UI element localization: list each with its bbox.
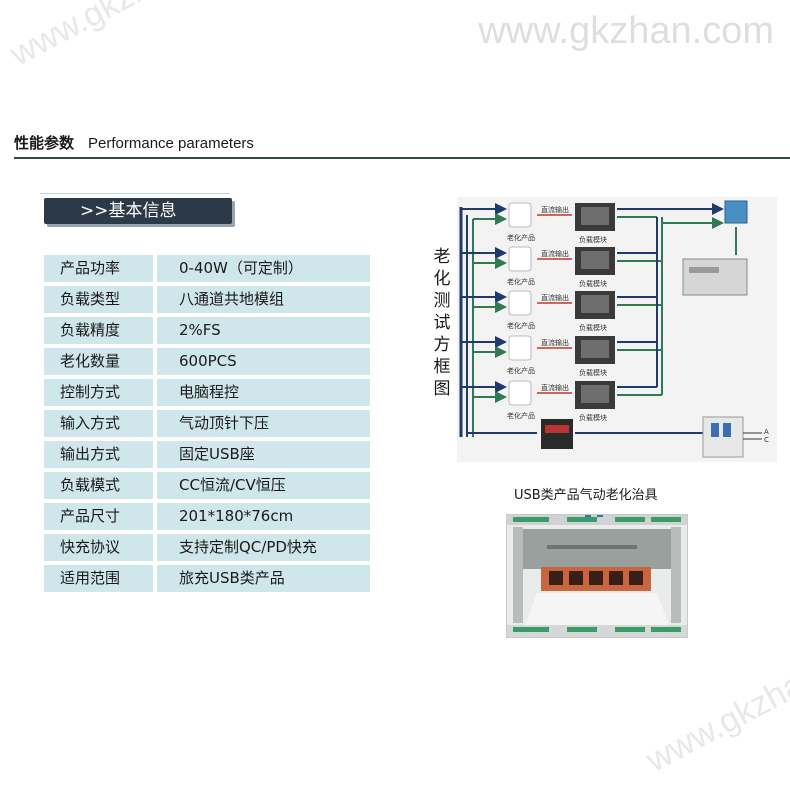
load-module-label: 负载模块 xyxy=(579,414,607,422)
section-title-zh: 性能参数 xyxy=(14,134,75,152)
spec-value: CC恒流/CV恒压 xyxy=(157,472,370,499)
section-divider xyxy=(14,157,790,159)
product-label: 老化产品 xyxy=(507,278,535,286)
spec-value: 旅充USB类产品 xyxy=(157,565,370,592)
spec-value: 201*180*76cm xyxy=(157,503,370,530)
dc-output-label: 直流输出 xyxy=(541,206,569,214)
section-header: 性能参数 Performance parameters xyxy=(14,132,254,153)
spec-key: 输入方式 xyxy=(44,410,153,437)
spec-value: 八通道共地模组 xyxy=(157,286,370,313)
spec-row: 快充协议支持定制QC/PD快充 xyxy=(44,534,370,561)
spec-key: 产品尺寸 xyxy=(44,503,153,530)
product-label: 老化产品 xyxy=(507,367,535,375)
spec-key: 适用范围 xyxy=(44,565,153,592)
spec-key: 快充协议 xyxy=(44,534,153,561)
spec-key: 负载精度 xyxy=(44,317,153,344)
product-label: 老化产品 xyxy=(507,234,535,242)
diagram-row xyxy=(461,380,662,409)
watermark: www.gkzhan.com xyxy=(478,10,774,52)
ac-label: C xyxy=(764,436,769,444)
spec-key: 负载模式 xyxy=(44,472,153,499)
dc-output-label: 直流输出 xyxy=(541,384,569,392)
diagram-title-char: 测 xyxy=(433,291,451,311)
basic-info-badge: >>基本信息 xyxy=(44,198,232,224)
badge-accent-line xyxy=(40,193,230,194)
diagram-row xyxy=(461,290,662,319)
dc-output-label: 直流输出 xyxy=(541,294,569,302)
diagram-title-char: 方 xyxy=(433,335,451,355)
ac-label: A xyxy=(764,428,769,436)
product-label: 老化产品 xyxy=(507,322,535,330)
spec-value: 电脑程控 xyxy=(157,379,370,406)
load-module-label: 负载模块 xyxy=(579,324,607,332)
diagram-title-char: 化 xyxy=(433,269,451,289)
spec-value: 支持定制QC/PD快充 xyxy=(157,534,370,561)
watermark: www.gkzhan.com xyxy=(4,0,256,74)
spec-key: 老化数量 xyxy=(44,348,153,375)
fixture-photo xyxy=(506,509,688,638)
spec-value: 2%FS xyxy=(157,317,370,344)
spec-value: 0-40W（可定制） xyxy=(157,255,370,282)
dc-output-label: 直流输出 xyxy=(541,339,569,347)
fixture-caption: USB类产品气动老化治具 xyxy=(514,488,658,503)
dc-output-label: 直流输出 xyxy=(541,250,569,258)
diagram-title-char: 试 xyxy=(433,313,451,333)
diagram-title-char: 老 xyxy=(433,247,451,267)
diagram-title: 老 化 测 试 方 框 图 xyxy=(430,246,454,400)
diagram-row xyxy=(461,335,662,364)
load-module-label: 负载模块 xyxy=(579,369,607,377)
spec-row: 输出方式固定USB座 xyxy=(44,441,370,468)
spec-key: 产品功率 xyxy=(44,255,153,282)
diagram-row xyxy=(461,246,662,275)
spec-value: 固定USB座 xyxy=(157,441,370,468)
spec-value: 气动顶针下压 xyxy=(157,410,370,437)
aging-test-block-diagram: 直流输出 老化产品 负载模块 直流输出 老化产品 负载模块 直流输出 老化产品 … xyxy=(457,197,777,462)
spec-row: 适用范围旅充USB类产品 xyxy=(44,565,370,592)
load-module-label: 负载模块 xyxy=(579,280,607,288)
spec-row: 负载类型八通道共地模组 xyxy=(44,286,370,313)
product-label: 老化产品 xyxy=(507,412,535,420)
section-title-en: Performance parameters xyxy=(88,135,254,152)
spec-row: 输入方式气动顶针下压 xyxy=(44,410,370,437)
diagram-title-char: 框 xyxy=(433,357,451,377)
diagram-title-char: 图 xyxy=(433,379,451,399)
diagram-row xyxy=(461,202,724,231)
load-module-label: 负载模块 xyxy=(579,236,607,244)
diagram-graphics xyxy=(459,200,762,458)
fixture-graphics xyxy=(507,509,687,637)
spec-row: 控制方式电脑程控 xyxy=(44,379,370,406)
spec-key: 负载类型 xyxy=(44,286,153,313)
spec-value: 600PCS xyxy=(157,348,370,375)
watermark: www.gkzhan.com xyxy=(640,621,790,780)
spec-key: 输出方式 xyxy=(44,441,153,468)
spec-key: 控制方式 xyxy=(44,379,153,406)
